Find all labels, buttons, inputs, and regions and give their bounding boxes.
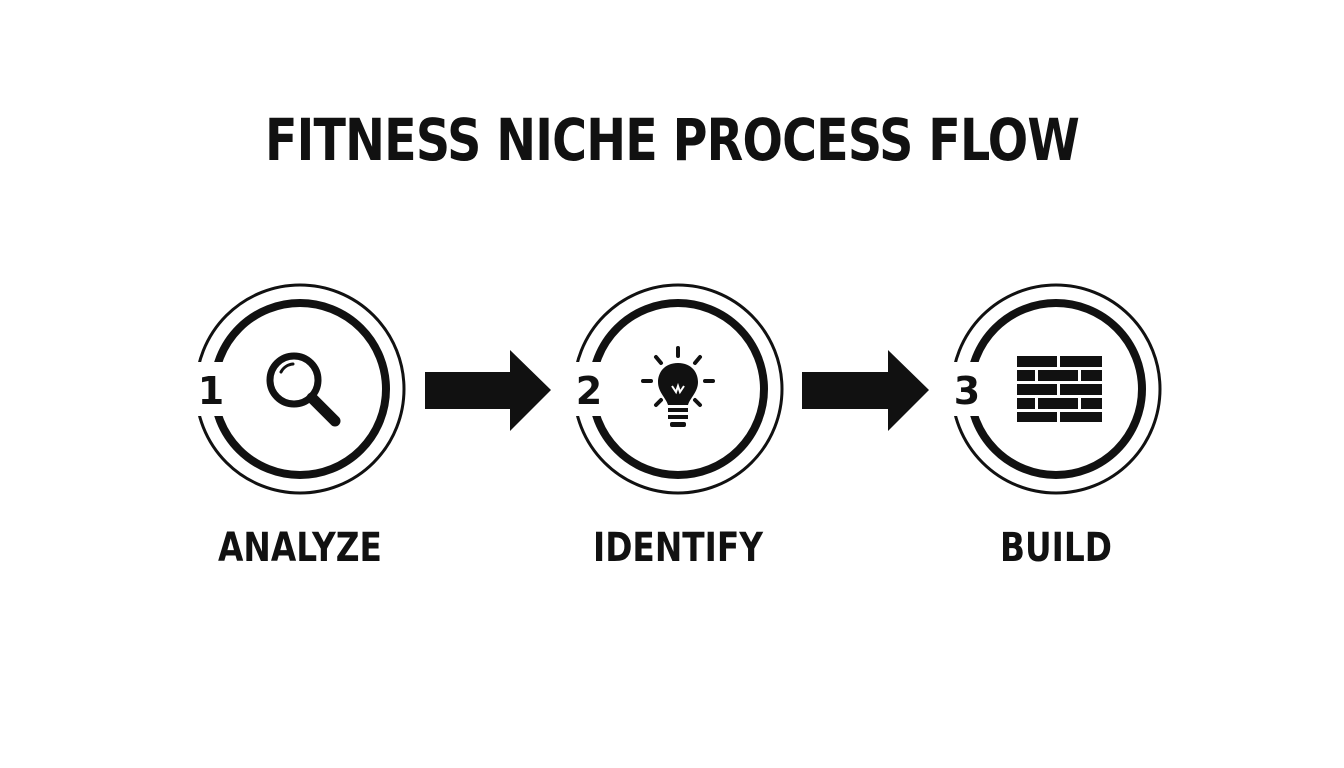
step-2-number: 2 xyxy=(576,369,602,413)
step-2-number-gap xyxy=(568,362,610,416)
brick-wall-icon xyxy=(1017,356,1102,422)
arrow-right-icon xyxy=(425,350,551,431)
step-3-label: BUILD xyxy=(1000,525,1112,571)
step-1-node: 1 xyxy=(190,283,406,495)
magnifying-glass-icon xyxy=(266,352,341,427)
step-1-number-gap xyxy=(190,362,232,416)
step-1-inner-ring xyxy=(210,299,390,479)
lightbulb-icon xyxy=(641,346,715,427)
step-1-number: 1 xyxy=(198,369,224,413)
step-2-label: IDENTIFY xyxy=(592,525,764,571)
step-3-number: 3 xyxy=(954,369,980,413)
arrow-right-icon xyxy=(802,350,929,431)
step-2-node: 2 xyxy=(568,283,784,495)
diagram-title: FITNESS NICHE PROCESS FLOW xyxy=(264,106,1080,174)
step-1-label: ANALYZE xyxy=(218,525,382,571)
step-3-number-gap xyxy=(946,362,988,416)
step-3-node: 3 xyxy=(946,283,1162,495)
